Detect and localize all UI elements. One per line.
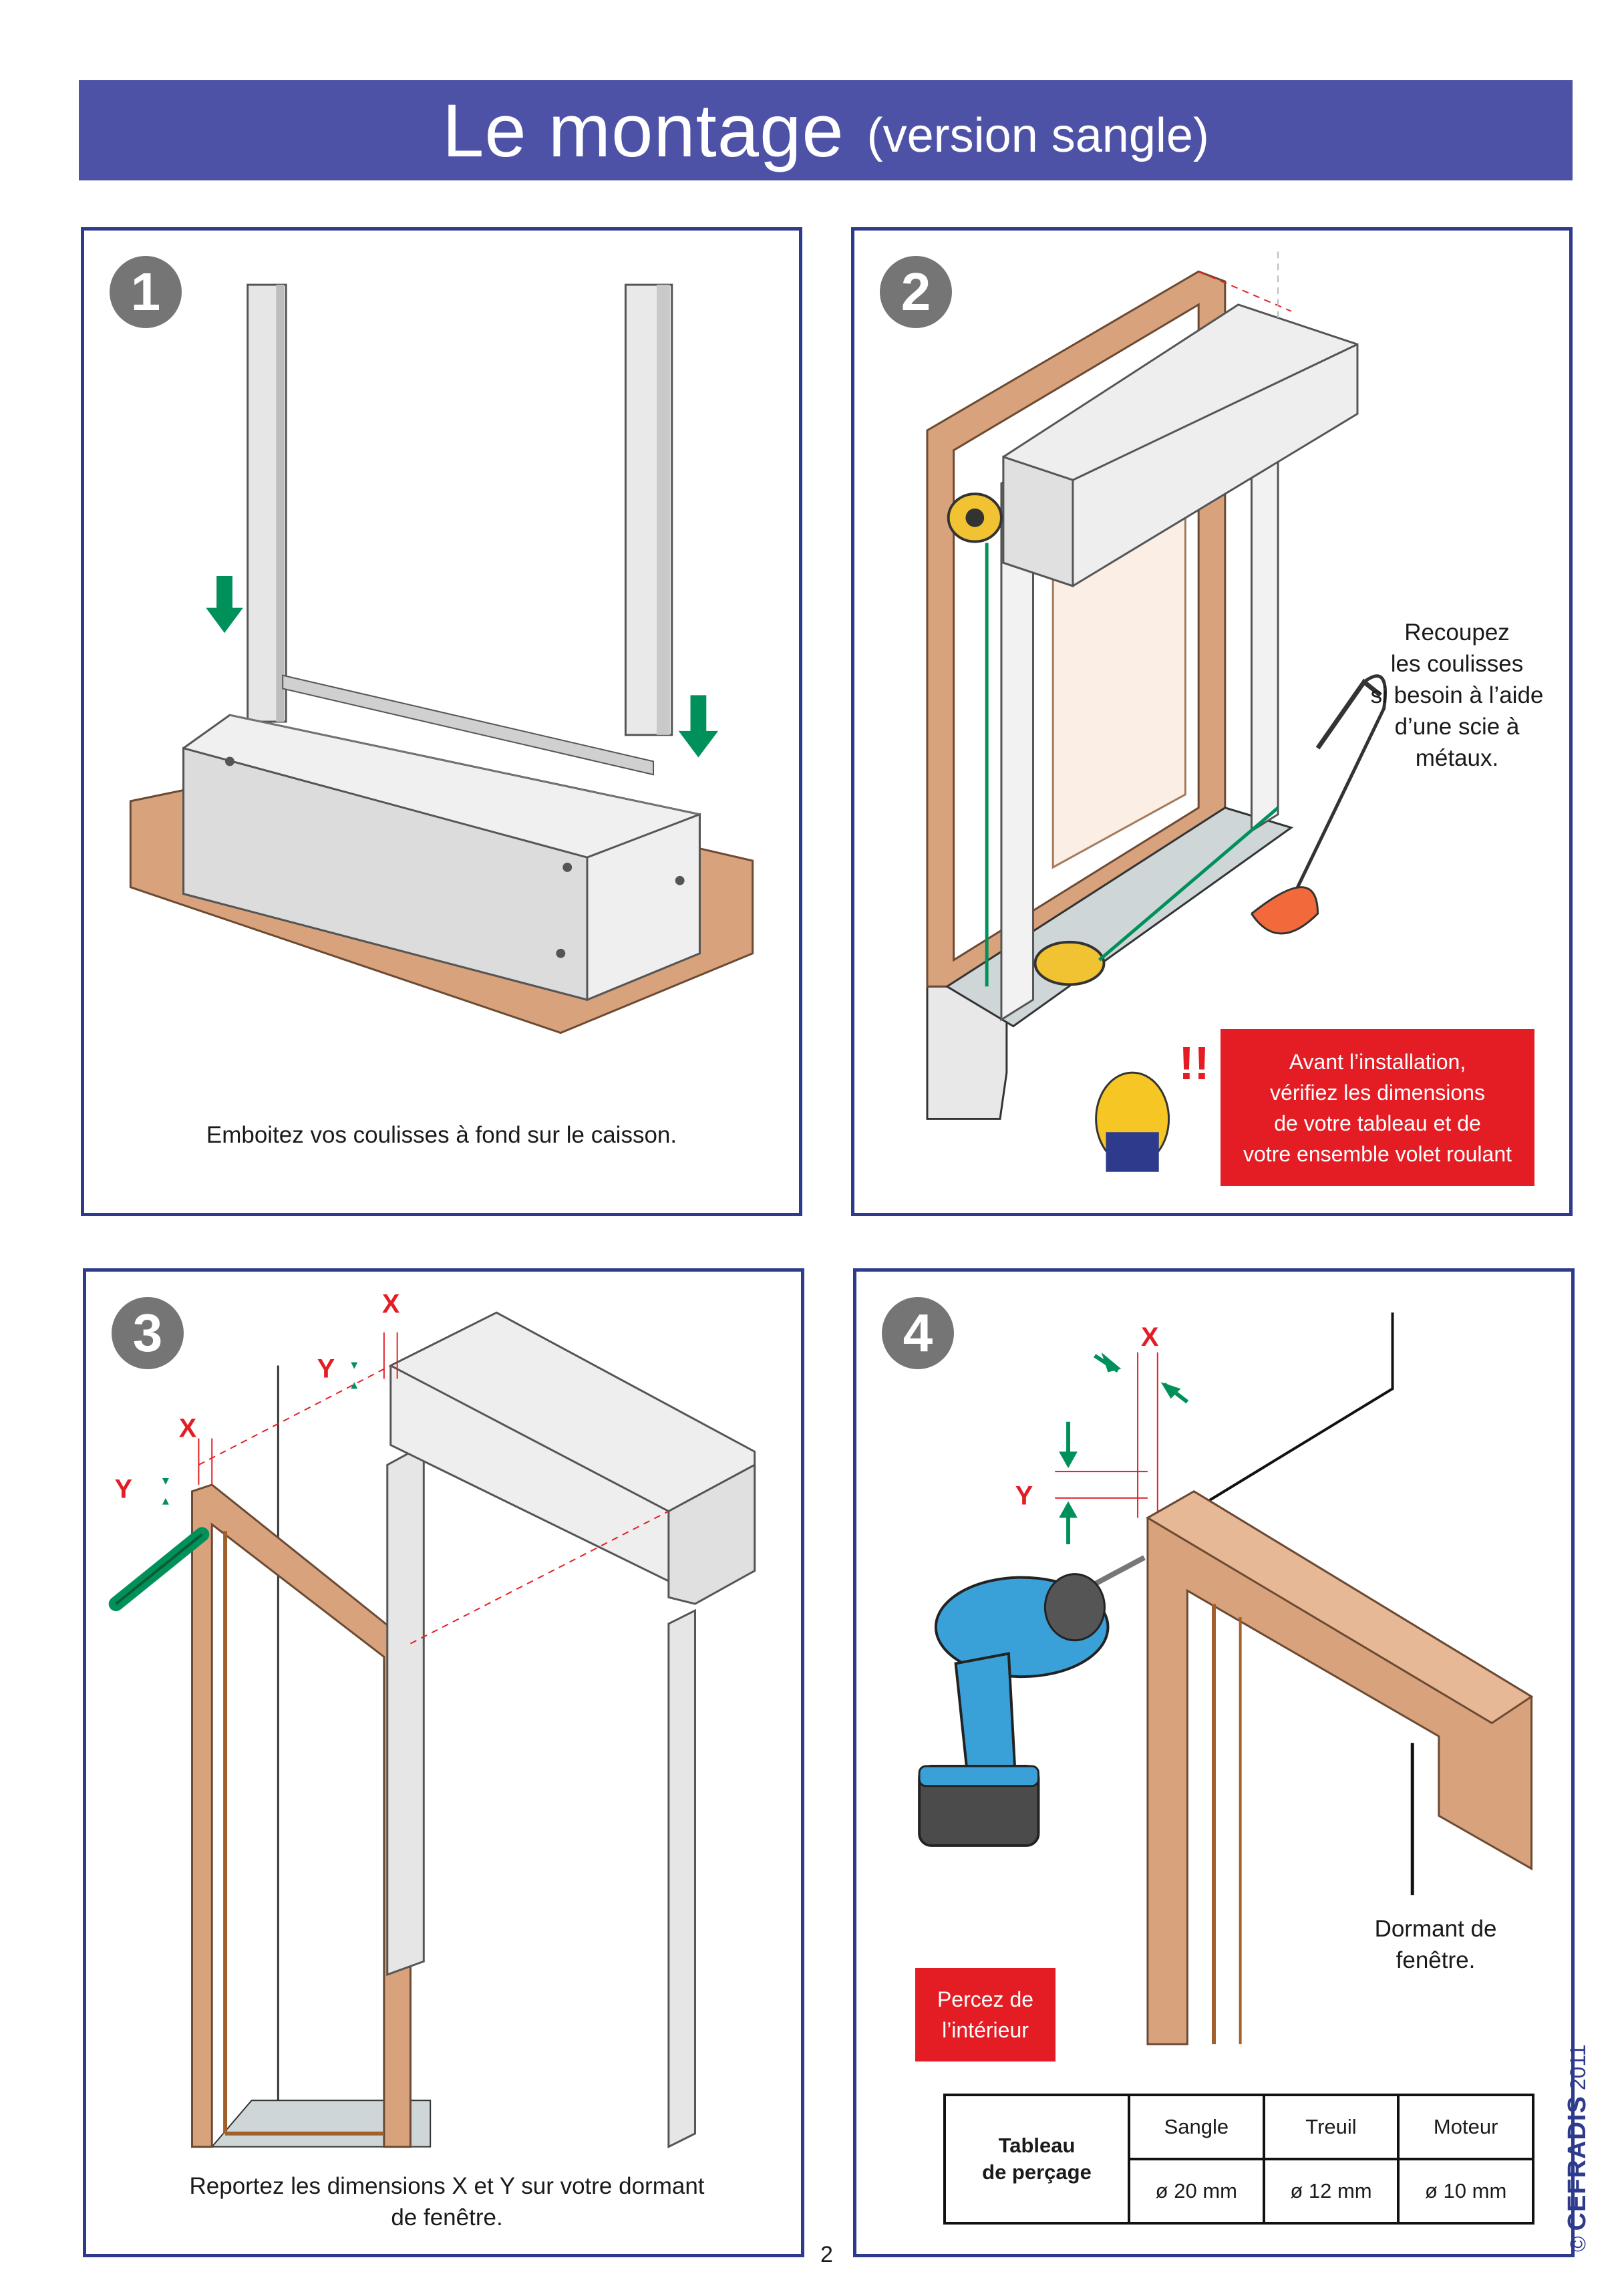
step-4-illustration: X Y — [918, 1312, 1534, 2045]
dimension-x-label: X — [179, 1414, 197, 1443]
down-arrow-icon — [206, 576, 243, 633]
caption-line: les coulisses — [1390, 651, 1524, 677]
table-cell: ø 20 mm — [1128, 2158, 1265, 2225]
copyright-year: 2011 — [1566, 2044, 1590, 2091]
page-subtitle: (version sangle) — [866, 109, 1209, 162]
step-3-illustration: X Y X Y — [108, 1289, 756, 2149]
step-1-panel: 1 Emboitez vos coulisses à fond sur le c… — [81, 227, 802, 1216]
dimension-y-label: Y — [317, 1354, 335, 1383]
step-1-caption: Emboitez vos coulisses à fond sur le cai… — [206, 1122, 677, 1148]
table-header: Moteur — [1397, 2094, 1534, 2160]
warning-line: de votre tableau et de — [1274, 1111, 1481, 1135]
drill-note-box: Percez de l’intérieur — [915, 1968, 1055, 2061]
warning-line: Avant l’installation, — [1289, 1049, 1466, 1074]
drill-note-line: Percez de — [937, 1987, 1034, 2011]
brand-logo: CEFRADIS — [1563, 2096, 1591, 2231]
warning-box: Avant l’installation, vérifiez les dimen… — [1221, 1029, 1534, 1186]
dimension-y-label: Y — [115, 1475, 132, 1504]
caption-line: Recoupez — [1404, 619, 1510, 646]
step-2-illustration: !! — [926, 251, 1388, 1172]
step-2-caption: Recoupez les coulisses si besoin à l’aid… — [1330, 617, 1569, 774]
frame-caption: Dormant de fenêtre. — [1312, 1913, 1559, 1976]
table-cell: ø 12 mm — [1262, 2158, 1400, 2225]
page-title: Le montage — [442, 88, 844, 172]
table-header: Treuil — [1262, 2094, 1400, 2160]
exclamation-icon: !! — [1178, 1037, 1209, 1089]
caption-line: si besoin à l’aide — [1370, 682, 1544, 708]
dimension-x-label: X — [382, 1289, 400, 1318]
caption-line: Reportez les dimensions X et Y sur votre… — [189, 2173, 705, 2199]
dimension-arrow-icon — [1160, 1382, 1181, 1399]
drilling-table-label: Tableau de perçage — [943, 2094, 1130, 2225]
dimension-y-label: Y — [1015, 1481, 1033, 1511]
copyright-symbol: © — [1566, 2236, 1590, 2252]
step-3-caption: Reportez les dimensions X et Y sur votre… — [126, 2170, 768, 2233]
drill-note-line: l’intérieur — [942, 2018, 1029, 2042]
caption-line: fenêtre. — [1396, 1947, 1476, 1973]
dimension-x-label: X — [1141, 1322, 1159, 1352]
page-number: 2 — [820, 2242, 833, 2267]
table-header: Sangle — [1128, 2094, 1265, 2160]
mascot-overalls — [1106, 1132, 1159, 1172]
table-cell: ø 10 mm — [1397, 2158, 1534, 2225]
drilling-table: Tableau de perçage Sangle Treuil Moteur … — [943, 2094, 1534, 2225]
caption-line: métaux. — [1415, 745, 1499, 771]
caption-line: de fenêtre. — [391, 2204, 503, 2231]
caption-line: Dormant de — [1374, 1916, 1497, 1942]
down-arrow-icon — [678, 695, 719, 758]
copyright: © CEFRADIS 2011 — [1563, 2044, 1592, 2252]
step-number: 4 — [882, 1297, 954, 1369]
dimension-arrow-icon — [1101, 1352, 1122, 1373]
warning-line: vérifiez les dimensions — [1270, 1080, 1485, 1105]
step-2-panel: !! 2 Recoupez les coulisses si besoin à … — [851, 227, 1573, 1216]
step-4-panel: X Y 4 Dormant de fenêtre. Percez de l’in… — [853, 1268, 1575, 2257]
dimension-arrow-icon — [1059, 1501, 1078, 1518]
step-1-illustration — [129, 283, 754, 1034]
title-bar: Le montage (version sangle) — [79, 80, 1573, 180]
step-number: 1 — [110, 256, 182, 328]
drill-bit-icon — [1093, 1555, 1146, 1586]
step-number: 3 — [112, 1297, 184, 1369]
caption-line: d’une scie à — [1394, 714, 1520, 740]
step-3-panel: X Y X Y 3 Reportez les dimensions X et Y… — [83, 1268, 804, 2257]
warning-line: votre ensemble volet roulant — [1243, 1141, 1512, 1166]
step-number: 2 — [880, 256, 952, 328]
dimension-arrow-icon — [1059, 1451, 1078, 1469]
